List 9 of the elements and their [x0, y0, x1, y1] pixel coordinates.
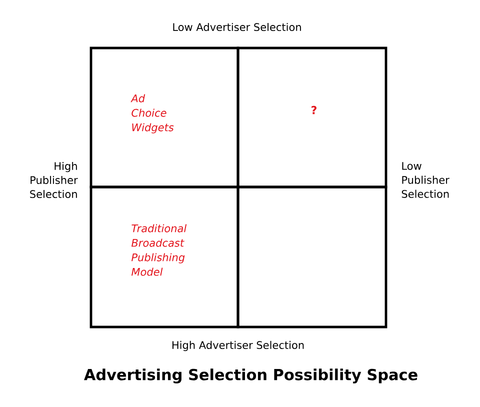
quadrant-box [236, 186, 388, 328]
axis-label: Low Advertiser Selection [173, 22, 301, 32]
axis-label: High Advertiser Selection [172, 340, 304, 352]
quadrant-box: Traditional Broadcast Publishing Model [90, 186, 240, 328]
caption: Advertising Selection Possibility Space [84, 368, 418, 384]
quadrant-box: ? [236, 46, 388, 188]
axis-label: High Publisher Selection [30, 162, 78, 198]
axis-label: Low Publisher Selection [402, 162, 450, 198]
quadrant-box: Ad Choice Widgets [90, 46, 240, 188]
